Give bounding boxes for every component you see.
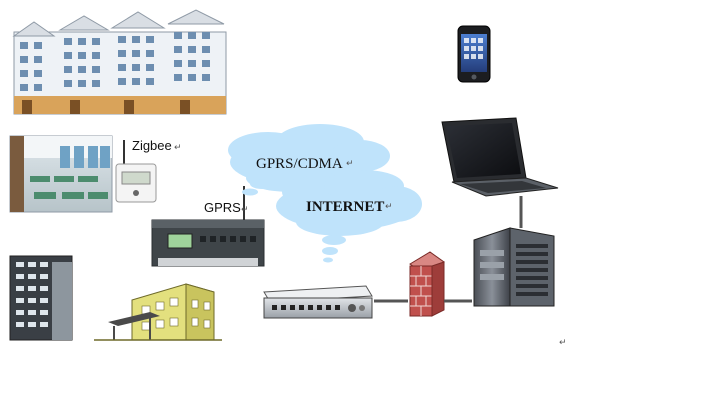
zigbee-sensor-icon [115, 140, 157, 203]
zigbee-label: Zigbee [132, 138, 172, 153]
office-building-icon [94, 283, 222, 341]
gprs-gateway-icon [151, 186, 265, 267]
internet-cloud [276, 170, 422, 236]
internet-cloud-tail [322, 235, 346, 263]
server-icon [473, 227, 555, 307]
internet-return-mark: ↵ [385, 202, 393, 212]
zigbee-return-mark: ↵ [174, 143, 182, 153]
gprs-return-mark: ↵ [241, 205, 249, 215]
firewall-icon [409, 251, 445, 317]
office-interior-photo [9, 135, 113, 213]
smartphone-icon [457, 25, 491, 83]
gprs-cdma-label: GPRS/CDMA [256, 156, 343, 172]
tower-building-icon [9, 255, 73, 341]
connection-lines [374, 196, 523, 303]
footer-return-mark: ↵ [559, 338, 567, 348]
laptop-icon [441, 117, 559, 197]
apartment-building-icon [12, 9, 227, 115]
gprs-label: GPRS [204, 200, 241, 215]
internet-label: INTERNET [306, 199, 384, 215]
gprs-cdma-return-mark: ↵ [346, 159, 354, 169]
network-switch-icon [263, 285, 373, 319]
cloud-tail-bubbles [242, 179, 274, 196]
